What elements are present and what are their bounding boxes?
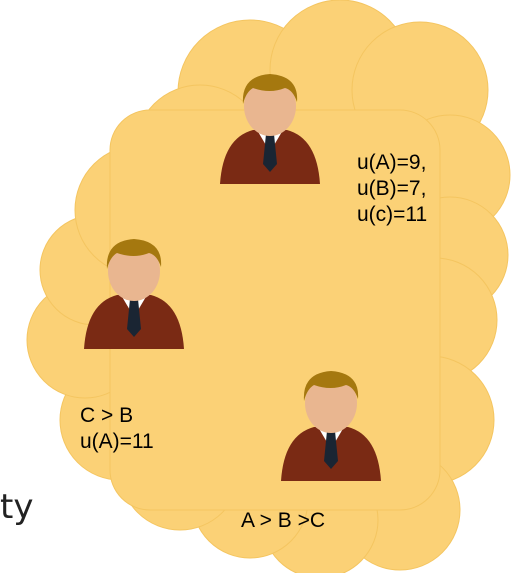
left-person-line-2: u(A)=11 xyxy=(80,430,154,453)
cloud-shape xyxy=(26,0,511,573)
bottom-person-label: A > B >C xyxy=(241,508,325,534)
edge-text-fragment: ty xyxy=(0,487,34,527)
top-person-line-1: u(A)=9, xyxy=(357,151,427,174)
top-person-line-3: u(c)=11 xyxy=(357,203,428,226)
top-person-icon xyxy=(215,68,325,184)
bottom-person-line-1: A > B >C xyxy=(241,509,326,532)
left-person-line-1: C > B xyxy=(80,404,134,427)
left-person-label: C > B u(A)=11 xyxy=(80,403,154,455)
left-person-icon xyxy=(79,233,189,349)
bottom-person-icon xyxy=(276,365,386,481)
top-person-line-2: u(B)=7, xyxy=(357,177,427,200)
top-person-label: u(A)=9, u(B)=7, u(c)=11 xyxy=(357,150,427,228)
